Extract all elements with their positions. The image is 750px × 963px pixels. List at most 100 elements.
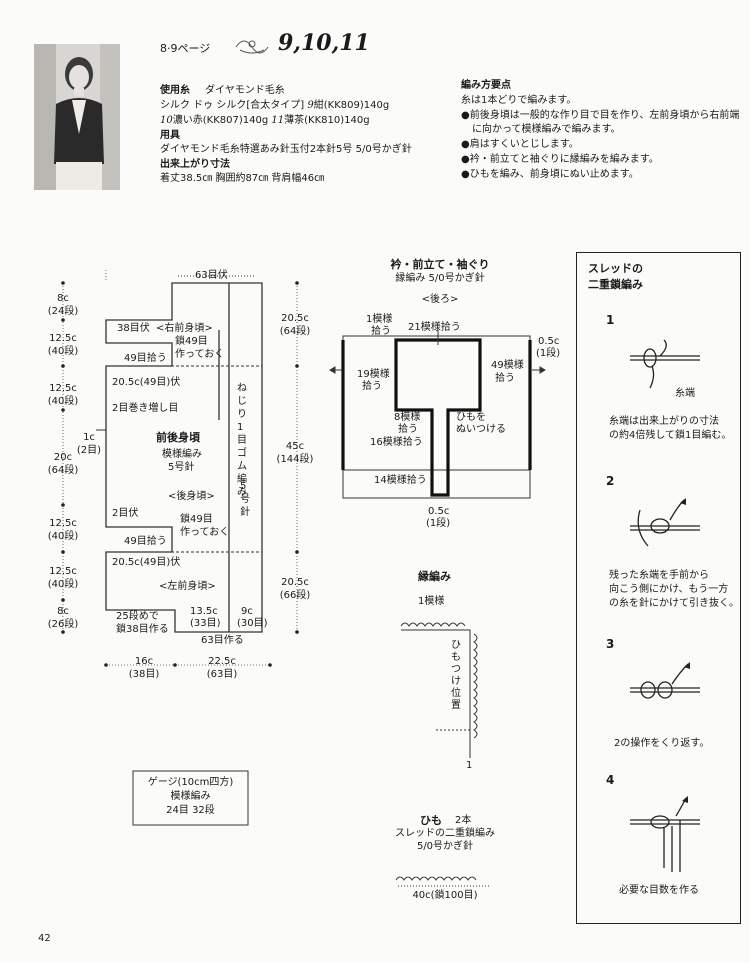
edging-title: 縁編み [418,570,451,583]
yarn-brand: ダイヤモンド毛糸 [205,85,285,96]
size-heading: 出来上がり寸法 [160,159,230,170]
wrap2-label: 2目巻き増し目 [112,403,179,414]
collar-p16: 16模様拾う [370,437,423,448]
right-front-label: <右前身頃> [156,323,213,334]
left-dim-3: 12.5c(40段) [47,383,79,407]
step-3-number: 3 [606,637,615,651]
collar-p1a: 1模様 [366,314,393,325]
top-cast-label: 63目伏 [195,270,228,281]
left-dim-2: 12.5c(40段) [47,333,79,357]
bottom-dim-225: 22.5c(63目) [206,656,238,680]
main-title: 前後身頃 [156,431,200,444]
tools-text: ダイヤモンド毛糸特選あみ針玉付2本針5号 5/0号かぎ針 [160,144,412,155]
pick49-bot: 49目拾う [124,536,167,547]
tools-heading: 用具 [160,130,180,141]
collar-p49a: 49模様 [491,360,524,371]
points-bullet2: ●肩はすくいとじします。 [461,139,579,150]
rib-needle: 5号針 [240,481,250,518]
edging-motif: 1模様 [418,596,445,607]
step-4-number: 4 [606,773,615,787]
sidebar-panel [576,252,741,924]
left-front-label: <左前身頃> [159,581,216,592]
size-text: 着丈38.5㎝ 胸囲約87㎝ 背肩幅46㎝ [160,173,325,184]
left-dim-1: 8c(24段) [47,293,79,317]
cord-length: 40c(鎖100目) [412,890,478,901]
yarn-line2-num2: 11 [271,115,285,126]
step-4-text1: 必要な目数を作る [619,885,699,896]
model-photo [34,44,120,190]
points-bullet4: ●ひもを編み、前身頃にぬい止めます。 [461,169,639,180]
collar-p14: 14模様拾う [374,475,427,486]
page-number: 42 [38,933,51,944]
bind38-label: 38目伏 [117,323,150,334]
cord-hook: 5/0号かぎ針 [416,841,474,852]
step-1-label: 糸端 [675,388,695,399]
yarn-line2-b: 薄茶(KK810)140g [284,115,370,126]
sidebar-title-a: スレッドの [588,262,643,275]
step-2-number: 2 [606,474,615,488]
hold49b-a: 鎖49目 [180,514,213,525]
collar-p19b: 拾う [362,381,382,392]
collar-back: <後ろ> [421,294,459,305]
model-numbers: 9,10,11 [278,30,370,56]
step-2-text1: 残った糸端を手前から [609,570,709,581]
hold49b-b: 作っておく [180,527,230,538]
points-bullet3: ●衿・前立てと袖ぐりに縁編みを編みます。 [461,154,659,165]
yarn-line1-num: 9 [307,100,314,111]
w135: 13.5c [190,606,218,617]
main-needle: 5号針 [168,462,195,473]
gauge-title: ゲージ(10cm四方) [147,777,234,788]
step-1-number: 1 [606,313,615,327]
back-label: <後身頃> [168,491,215,502]
w9: 9c [241,606,253,617]
left-dim-7: 8c(26段) [47,606,79,630]
collar-p49b: 拾う [495,373,515,384]
pick49-top: 49目拾う [124,353,167,364]
left-dim-4: 20c(64段) [47,452,79,476]
rib-label: ねじり1目ゴム編み [237,383,247,498]
step-1-text2: の約4倍残して鎖1目編む。 [609,430,732,441]
collar-p8b: 拾う [398,424,418,435]
model-photo-illustration [34,44,120,190]
yarn-line2-a: 濃い赤(KK807)140g [172,115,269,126]
w135s: (33目) [190,618,221,629]
step-2-text2: 向こう側にかけ、もう一方 [609,584,729,595]
cord-desc: スレッドの二重鎖編み [395,828,495,839]
step-3-text1: 2の操作をくり返す。 [614,738,710,749]
collar-sub: 縁編み 5/0号かぎ針 [395,273,485,284]
step-1-text1: 糸端は出来上がりの寸法 [609,416,719,427]
collar-title: 衿・前立て・袖ぐり [390,258,490,271]
collar-p8a: 8模様 [394,412,421,423]
points-heading: 編み方要点 [461,80,511,91]
collar-sew-a: ひもを [456,412,486,423]
points-intro: 糸は1本どりで編みます。 [461,95,577,106]
cord-title: ひも [420,814,442,827]
hold49-b: 作っておく [175,349,225,360]
main-pattern: 模様編み [162,449,202,460]
sidebar-title-b: 二重鎖編み [588,278,643,291]
bottom-dim-16: 16c(38目) [128,656,160,680]
points-bullet1a: ●前後身頃は一般的な作り目で目を作り、左前身頃から右前端 [461,110,740,121]
pick25-a: 25段めで [116,611,159,622]
bind49-top: 20.5c(49目)伏 [112,377,181,388]
yarn-line2-num1: 10 [160,115,173,126]
yarn-heading: 使用糸 [160,85,190,96]
yarn-line1-a: シルク ドゥ シルク[合太タイプ] [160,100,305,111]
gauge-count: 24目 32段 [166,805,215,816]
hold49-a: 鎖49目 [175,336,208,347]
collar-r05s: (1段) [536,348,561,359]
page-reference: 8·9ページ [160,42,211,55]
edging-arrow-num: 1 [466,760,473,771]
edging-tie-pos: ひもつけ位置 [451,640,461,711]
left-dim-6: 12.5c(40段) [47,566,79,590]
left-dim-5: 12.5c(40段) [47,518,79,542]
bind2-label: 2目伏 [112,508,139,519]
points-bullet1b: に向かって模様編みで編みます。 [472,124,621,135]
collar-b05: 0.5c [428,506,450,517]
side-1c: 1c(2目) [76,432,102,456]
right-dim-2: 45c(144段) [276,441,314,465]
collar-r05: 0.5c [538,336,560,347]
right-dim-3: 20.5c(66段) [279,577,311,601]
